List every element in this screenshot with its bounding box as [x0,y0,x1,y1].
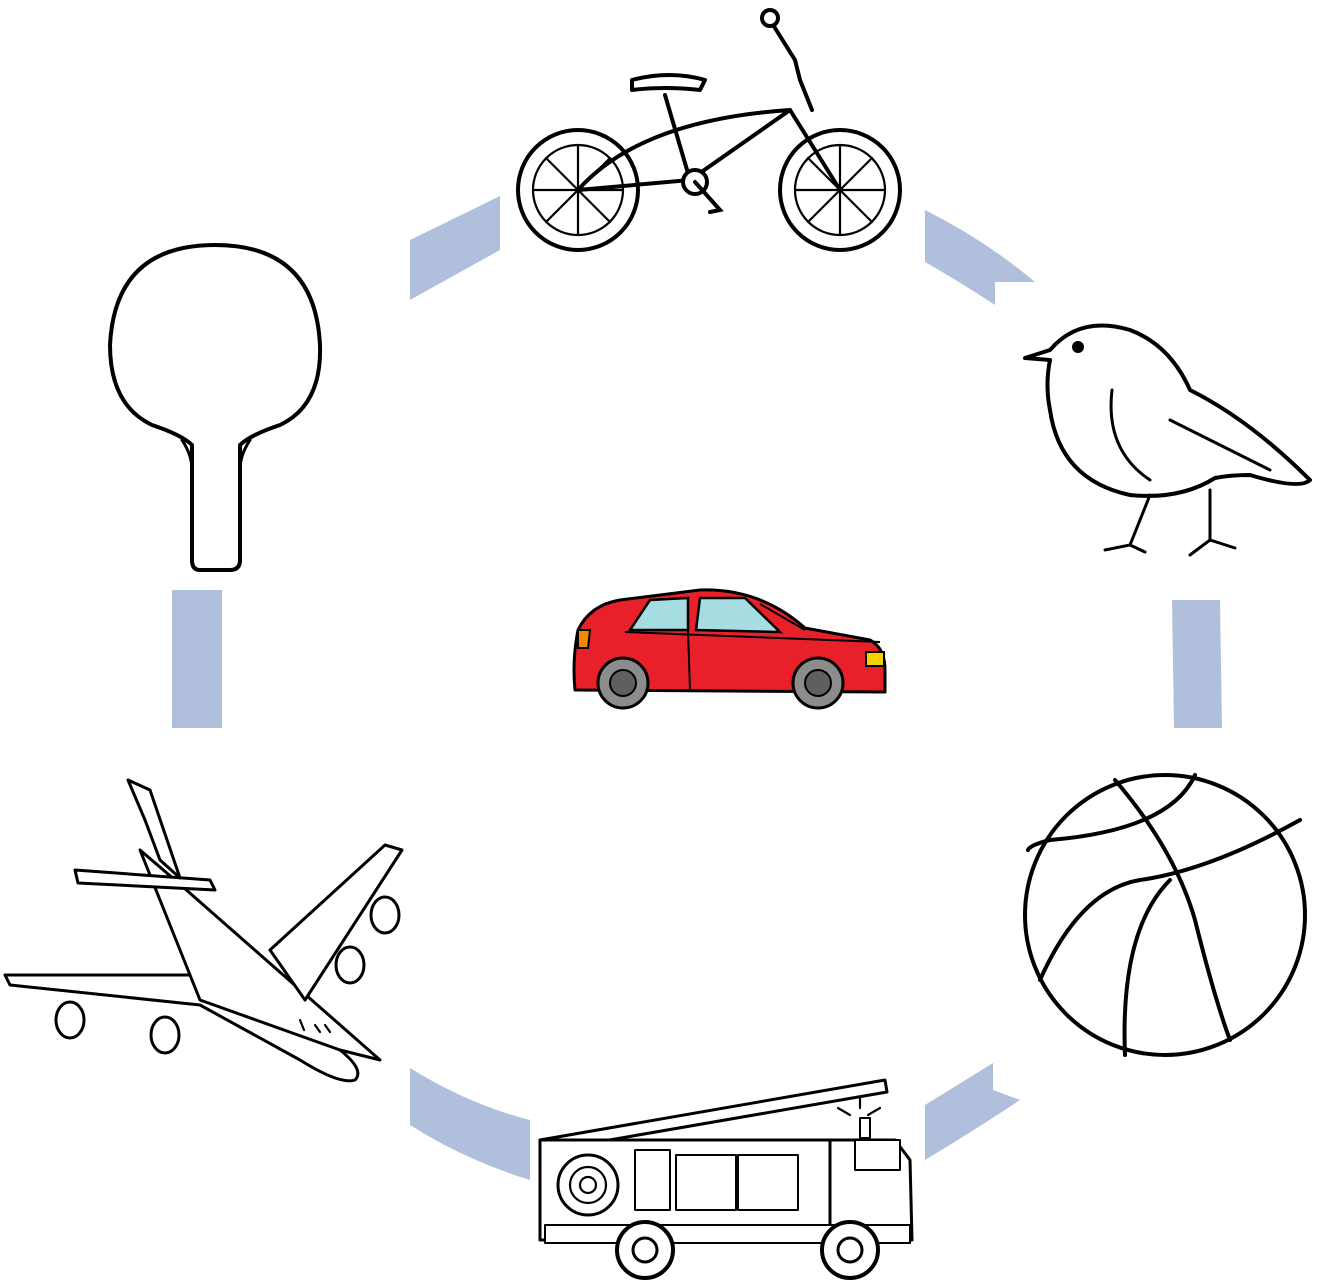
bicycle-icon [516,8,902,252]
ring-segment-bottom-left [410,1068,530,1180]
fire-truck-icon [538,1078,914,1280]
ring-segment-right [1172,600,1222,728]
ring-segment-left [172,590,222,728]
basketball-icon [1023,773,1307,1057]
ring-segment-top-right [925,210,1035,305]
cycle-ring [172,196,1222,1180]
car-icon [572,588,887,710]
airplane-icon [3,778,404,1083]
ping-pong-paddle-icon [108,243,323,572]
ring-segment-top-left [410,196,500,300]
ring-segment-bottom-right [925,1063,1020,1160]
bird-icon [1023,323,1312,557]
